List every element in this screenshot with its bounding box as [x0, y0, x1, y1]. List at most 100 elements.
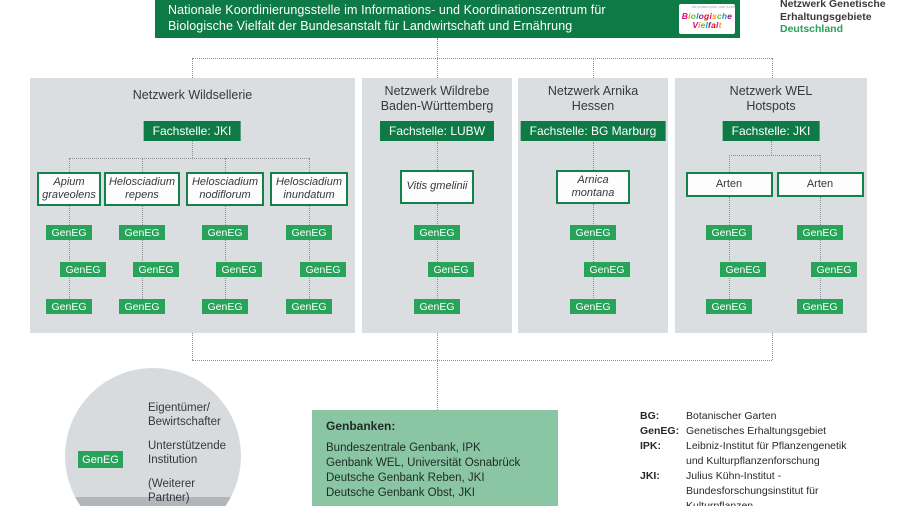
brand-line-1: Netzwerk Genetische	[780, 0, 886, 10]
connector-dotted	[593, 142, 594, 170]
logo-caption: INFORMATIONS- UND KOORDINATIONSZENTRUM	[691, 6, 735, 10]
logo-letter: a	[711, 19, 716, 30]
species-box: Apium graveolens	[37, 172, 101, 206]
logo-letter: i	[688, 11, 691, 21]
logo-letter: i	[709, 11, 713, 21]
network-title: Netzwerk Wildsellerie	[132, 88, 253, 102]
legend-term: IPK:	[640, 440, 661, 452]
geneg-badge: GenEG	[202, 225, 248, 240]
connector-dotted	[437, 142, 438, 170]
logo-letter: o	[698, 11, 705, 21]
legend-definition: Genetisches Erhaltungsgebiet	[686, 425, 827, 437]
species-box: Helosciadium inundatum	[270, 172, 348, 206]
logo-letter: l	[716, 19, 719, 30]
geneg-badge: GenEG	[414, 299, 460, 314]
legend-definition: Julius Kühn-Institut - Bundesforschungsi…	[686, 470, 819, 506]
brand-line-2: Erhaltungsgebiete	[780, 10, 872, 23]
geneg-badge: GenEG	[428, 262, 474, 277]
connector-dotted	[192, 360, 772, 361]
connector-dotted	[772, 333, 773, 360]
logo-letter: g	[704, 11, 710, 21]
network-title: Netzwerk Arnika Hessen	[547, 84, 639, 113]
geneg-badge: GenEG	[286, 299, 332, 314]
geneg-badge: GenEG	[202, 299, 248, 314]
connector-dotted	[192, 333, 193, 360]
genbank-panel: Genbanken: Bundeszentrale Genbank, IPK Ge…	[312, 410, 558, 506]
connector-dotted	[771, 141, 772, 155]
logo-letter: t	[718, 19, 722, 30]
genbank-item: Bundeszentrale Genbank, IPK	[326, 442, 481, 454]
geneg-badge: GenEG	[797, 299, 843, 314]
connector-dotted	[437, 204, 438, 302]
logo-letter: e	[727, 11, 733, 21]
logo-letter: c	[716, 11, 722, 21]
network-panel-4	[675, 78, 867, 333]
geneg-badge: GenEG	[119, 225, 165, 240]
biologische-vielfalt-logo: INFORMATIONS- UND KOORDINATIONSZENTRUM B…	[679, 4, 735, 34]
circle-bottom-band	[65, 497, 241, 506]
species-box: Helosciadium nodiflorum	[186, 172, 264, 206]
connector-dotted	[69, 158, 309, 159]
connector-dotted	[142, 206, 143, 305]
network-title: Netzwerk Wildrebe Baden-Württemberg	[380, 84, 494, 113]
geneg-badge: GenEG	[720, 262, 766, 277]
header-banner: Nationale Koordinierungsstelle im Inform…	[155, 0, 740, 38]
legend-definition: Leibniz-Institut für Pflanzengenetik und…	[686, 440, 847, 467]
geneg-badge: GenEG	[570, 299, 616, 314]
geneg-badge: GenEG	[300, 262, 346, 277]
connector-dotted	[437, 58, 438, 78]
connector-dotted	[437, 360, 438, 410]
arten-box: Arten	[685, 172, 773, 197]
connector-dotted	[309, 206, 310, 305]
genbank-item: Genbank WEL, Universität Osnabrück	[326, 457, 521, 469]
logo-letter: h	[721, 11, 728, 21]
geneg-badge: GenEG	[570, 225, 616, 240]
connector-dotted	[309, 158, 310, 172]
netzwerk-logo-wordmark: Netzwerk Genetische Erhaltungsgebiete De…	[780, 0, 900, 36]
geneg-badge: GenEG	[811, 262, 857, 277]
legend-row: JKI:Julius Kühn-Institut - Bundesforschu…	[640, 469, 892, 506]
logo-letter: f	[708, 19, 712, 30]
genbank-item: Deutsche Genbank Obst, JKI	[326, 487, 475, 499]
banner-text: Nationale Koordinierungsstelle im Inform…	[168, 3, 606, 34]
legend-row: BG:Botanischer Garten	[640, 409, 892, 424]
connector-dotted	[729, 197, 730, 305]
logo-letter: i	[697, 19, 701, 30]
geneg-badge: GenEG	[414, 225, 460, 240]
legend-term: BG:	[640, 410, 660, 422]
legend-row: IPK: Leibniz-Institut für Pflanzengenetik…	[640, 439, 892, 469]
fachstelle-badge: Fachstelle: BG Marburg	[520, 121, 666, 141]
geneg-badge: GenEG	[706, 225, 752, 240]
geneg-badge: GenEG	[46, 299, 92, 314]
geneg-badge: GenEG	[797, 225, 843, 240]
connector-dotted	[772, 58, 773, 78]
circle-label: Unterstützende Institution	[148, 440, 226, 466]
connector-dotted	[69, 206, 70, 305]
genbank-title: Genbanken:	[326, 419, 396, 433]
connector-dotted	[192, 141, 193, 158]
connector-dotted	[225, 158, 226, 172]
genbank-item: Deutsche Genbank Reben, JKI	[326, 472, 485, 484]
geneg-badge: GenEG	[216, 262, 262, 277]
logo-word-1: Biologische	[679, 12, 735, 21]
connector-dotted	[593, 204, 594, 302]
genbank-items: Bundeszentrale Genbank, IPK Genbank WEL, …	[326, 441, 558, 501]
geneg-badge: GenEG	[60, 262, 106, 277]
species-box: Arnica montana	[556, 170, 630, 204]
connector-dotted	[820, 155, 821, 172]
connector-dotted	[729, 155, 730, 172]
logo-word-2: Vielfalt	[679, 19, 735, 30]
logo-letter: B	[681, 11, 689, 21]
connector-dotted	[192, 58, 772, 59]
connector-dotted	[729, 155, 820, 156]
species-box: Vitis gmelinii	[400, 170, 474, 204]
geneg-badge: GenEG	[133, 262, 179, 277]
legend-term: GenEG:	[640, 425, 680, 437]
geneg-badge: GenEG	[286, 225, 332, 240]
geneg-badge: GenEG	[78, 451, 123, 468]
fachstelle-badge: Fachstelle: JKI	[143, 121, 241, 141]
